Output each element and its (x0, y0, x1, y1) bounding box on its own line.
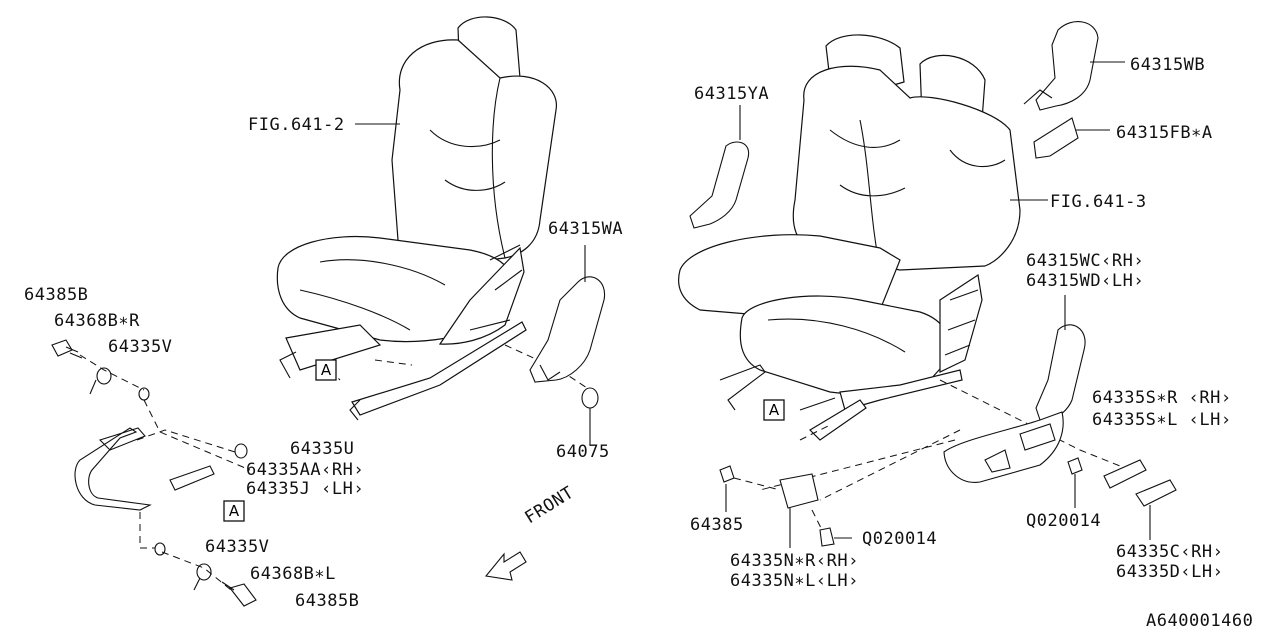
label-64335v-top: 64335V (108, 337, 173, 357)
label-64335s-l: 64335S∗L ‹LH› (1092, 410, 1232, 430)
part-64335n-module (779, 473, 819, 509)
label-64335n-r: 64335N∗R‹RH› (730, 551, 859, 571)
label-64335c-rh: 64335C‹RH› (1116, 542, 1224, 562)
ref-marker-a-2: A (228, 502, 240, 520)
label-64385b-bot: 64385B (295, 591, 360, 611)
label-64315wc-rh: 64315WC‹RH› (1026, 251, 1145, 271)
part-64335s-trim (943, 411, 1064, 483)
label-q020014-right: Q020014 (1026, 511, 1102, 531)
label-64335v-bot: 64335V (205, 537, 270, 557)
ref-box-right-seat (763, 399, 785, 421)
label-64385b-top: 64385B (24, 285, 89, 305)
label-64075: 64075 (556, 442, 610, 462)
part-64315wa-cover (529, 276, 606, 383)
ref-box-left-rail (223, 500, 245, 522)
front-arrow (484, 551, 527, 581)
label-fig-641-2: FIG.641-2 (248, 115, 345, 135)
label-64335s-r: 64335S∗R ‹RH› (1092, 388, 1232, 408)
label-64315wa: 64315WA (548, 219, 624, 239)
ref-marker-a-1: A (320, 361, 332, 379)
ref-box-left-seat (315, 359, 337, 381)
part-64315wb-trim (1035, 21, 1099, 111)
part-64075-plug (581, 387, 599, 409)
part-64315wc-cover (1035, 324, 1086, 421)
label-64315wd-lh: 64315WD‹LH› (1026, 271, 1145, 291)
ref-marker-a-3: A (768, 401, 780, 419)
label-64335u: 64335U (290, 439, 355, 459)
left-seat-illustration (276, 16, 591, 421)
label-64335j-lh: 64335J ‹LH› (246, 479, 365, 499)
label-64315fb-a: 64315FB∗A (1116, 123, 1213, 143)
part-64335c-lever (1135, 479, 1177, 507)
label-64315wb: 64315WB (1130, 55, 1206, 75)
left-rail-assembly (51, 339, 257, 607)
label-q020014-mid: Q020014 (862, 529, 938, 549)
right-seat-illustration (678, 34, 1121, 501)
label-64368b-l: 64368B∗L (250, 564, 336, 584)
part-64315ya-trim (689, 141, 750, 229)
label-fig-641-3: FIG.641-3 (1050, 192, 1147, 212)
part-64315fb-bracket (1033, 117, 1079, 159)
label-64315ya: 64315YA (694, 84, 770, 104)
label-64368b-r: 64368B∗R (54, 311, 140, 331)
label-64335n-l: 64335N∗L‹LH› (730, 571, 859, 591)
label-64335aa-rh: 64335AA‹RH› (246, 460, 365, 480)
label-64335d-lh: 64335D‹LH› (1116, 562, 1224, 582)
label-64385: 64385 (690, 515, 744, 535)
diagram-id: A640001460 (1146, 611, 1254, 631)
